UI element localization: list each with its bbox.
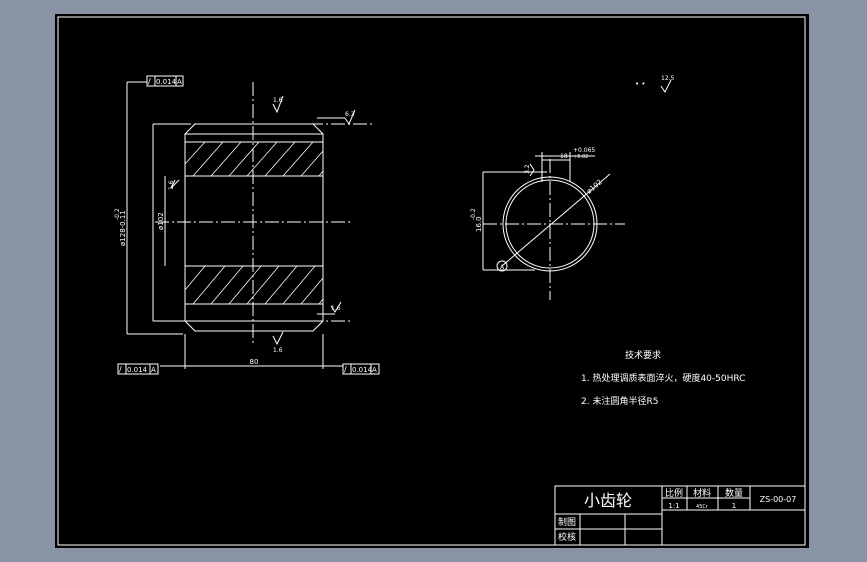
- tolerance-symbol-top: /: [148, 77, 151, 86]
- gear-outline: [184, 123, 324, 332]
- row-checked: 校核: [558, 531, 576, 543]
- hatch-top: [184, 141, 324, 177]
- notes-item-2: 2. 未注圆角半径R5: [581, 395, 658, 407]
- col-scale: 比例: [665, 487, 683, 499]
- tolerance-frame-left: [117, 363, 159, 375]
- dim-outer-tolerance: -0.2: [114, 208, 121, 220]
- tolerance-value-right: 0.014: [352, 366, 373, 374]
- tolerance-value-left: 0.014: [127, 366, 148, 374]
- roughness-label-chamfer: 6.3: [345, 111, 355, 118]
- roughness-label-top: 1.6: [273, 97, 283, 104]
- tolerance-datum-top: A: [177, 78, 182, 86]
- roughness-dots: • •: [635, 80, 645, 88]
- roughness-label-bore: 1.6: [168, 180, 175, 190]
- scale-value: 1:1: [668, 502, 679, 510]
- roughness-symbol-default: [660, 79, 672, 93]
- drawing-sheet: 0.014 / A 0.014 / A 0.014 / A 1.6 6.3 1.…: [55, 14, 809, 548]
- drawing-number: ZS-00-07: [760, 495, 797, 504]
- material-value: 45Cr: [696, 504, 709, 510]
- keyway-width: 18: [560, 153, 568, 160]
- notes-heading: 技术要求: [625, 349, 661, 361]
- roughness-label-right: 1.6: [331, 305, 341, 312]
- part-name: 小齿轮: [584, 491, 632, 510]
- diameter-leader: [501, 173, 611, 267]
- tolerance-datum-right: A: [372, 366, 377, 374]
- datum-marker: [496, 260, 508, 272]
- drawing-border: [57, 16, 806, 546]
- keyway-tolerance: +0.065: [573, 147, 595, 154]
- tolerance-symbol-right: /: [344, 365, 347, 374]
- keyway-tolerance-2: +0.02: [573, 154, 588, 160]
- side-view: [117, 75, 380, 375]
- roughness-symbol-bottom: [272, 331, 284, 346]
- bore-height: 16.0: [475, 216, 483, 232]
- tolerance-symbol-left: /: [119, 365, 122, 374]
- hatch-bottom: [184, 265, 324, 305]
- dim-bore: ø102: [157, 212, 165, 230]
- quantity-value: 1: [732, 502, 736, 510]
- notes-item-1: 1. 热处理调质表面淬火，硬度40-50HRC: [581, 372, 745, 384]
- dim-outer-diameter: ø128-0.11: [119, 210, 127, 246]
- tolerance-datum-left: A: [151, 366, 156, 374]
- tolerance-frame-right: [342, 363, 380, 375]
- roughness-label-default: 12.5: [661, 75, 675, 82]
- datum-label: A: [500, 264, 505, 271]
- keyway-roughness: 3.2: [524, 164, 531, 174]
- drawing-canvas: 0.014 / A 0.014 / A 0.014 / A 1.6 6.3 1.…: [57, 16, 806, 546]
- col-material: 材料: [693, 487, 711, 499]
- roughness-symbol-keyway: [529, 163, 535, 177]
- bore-tolerance: -0.2: [470, 208, 477, 220]
- front-dim-diameter: ø102: [585, 178, 604, 195]
- roughness-symbol-chamfer: [344, 109, 356, 126]
- roughness-label-bottom: 1.6: [273, 347, 283, 354]
- roughness-symbol-top: [272, 95, 284, 114]
- row-drawn: 制图: [558, 516, 576, 528]
- roughness-symbol-right: [330, 301, 342, 313]
- tolerance-frame-top: [146, 75, 184, 87]
- keyway: [541, 159, 571, 182]
- dim-width: 80: [250, 358, 259, 366]
- roughness-symbol-bore: [170, 179, 180, 189]
- title-block: [554, 485, 806, 546]
- tolerance-value-top: 0.014: [156, 78, 177, 86]
- col-quantity: 数量: [725, 487, 743, 499]
- front-view: [482, 79, 672, 300]
